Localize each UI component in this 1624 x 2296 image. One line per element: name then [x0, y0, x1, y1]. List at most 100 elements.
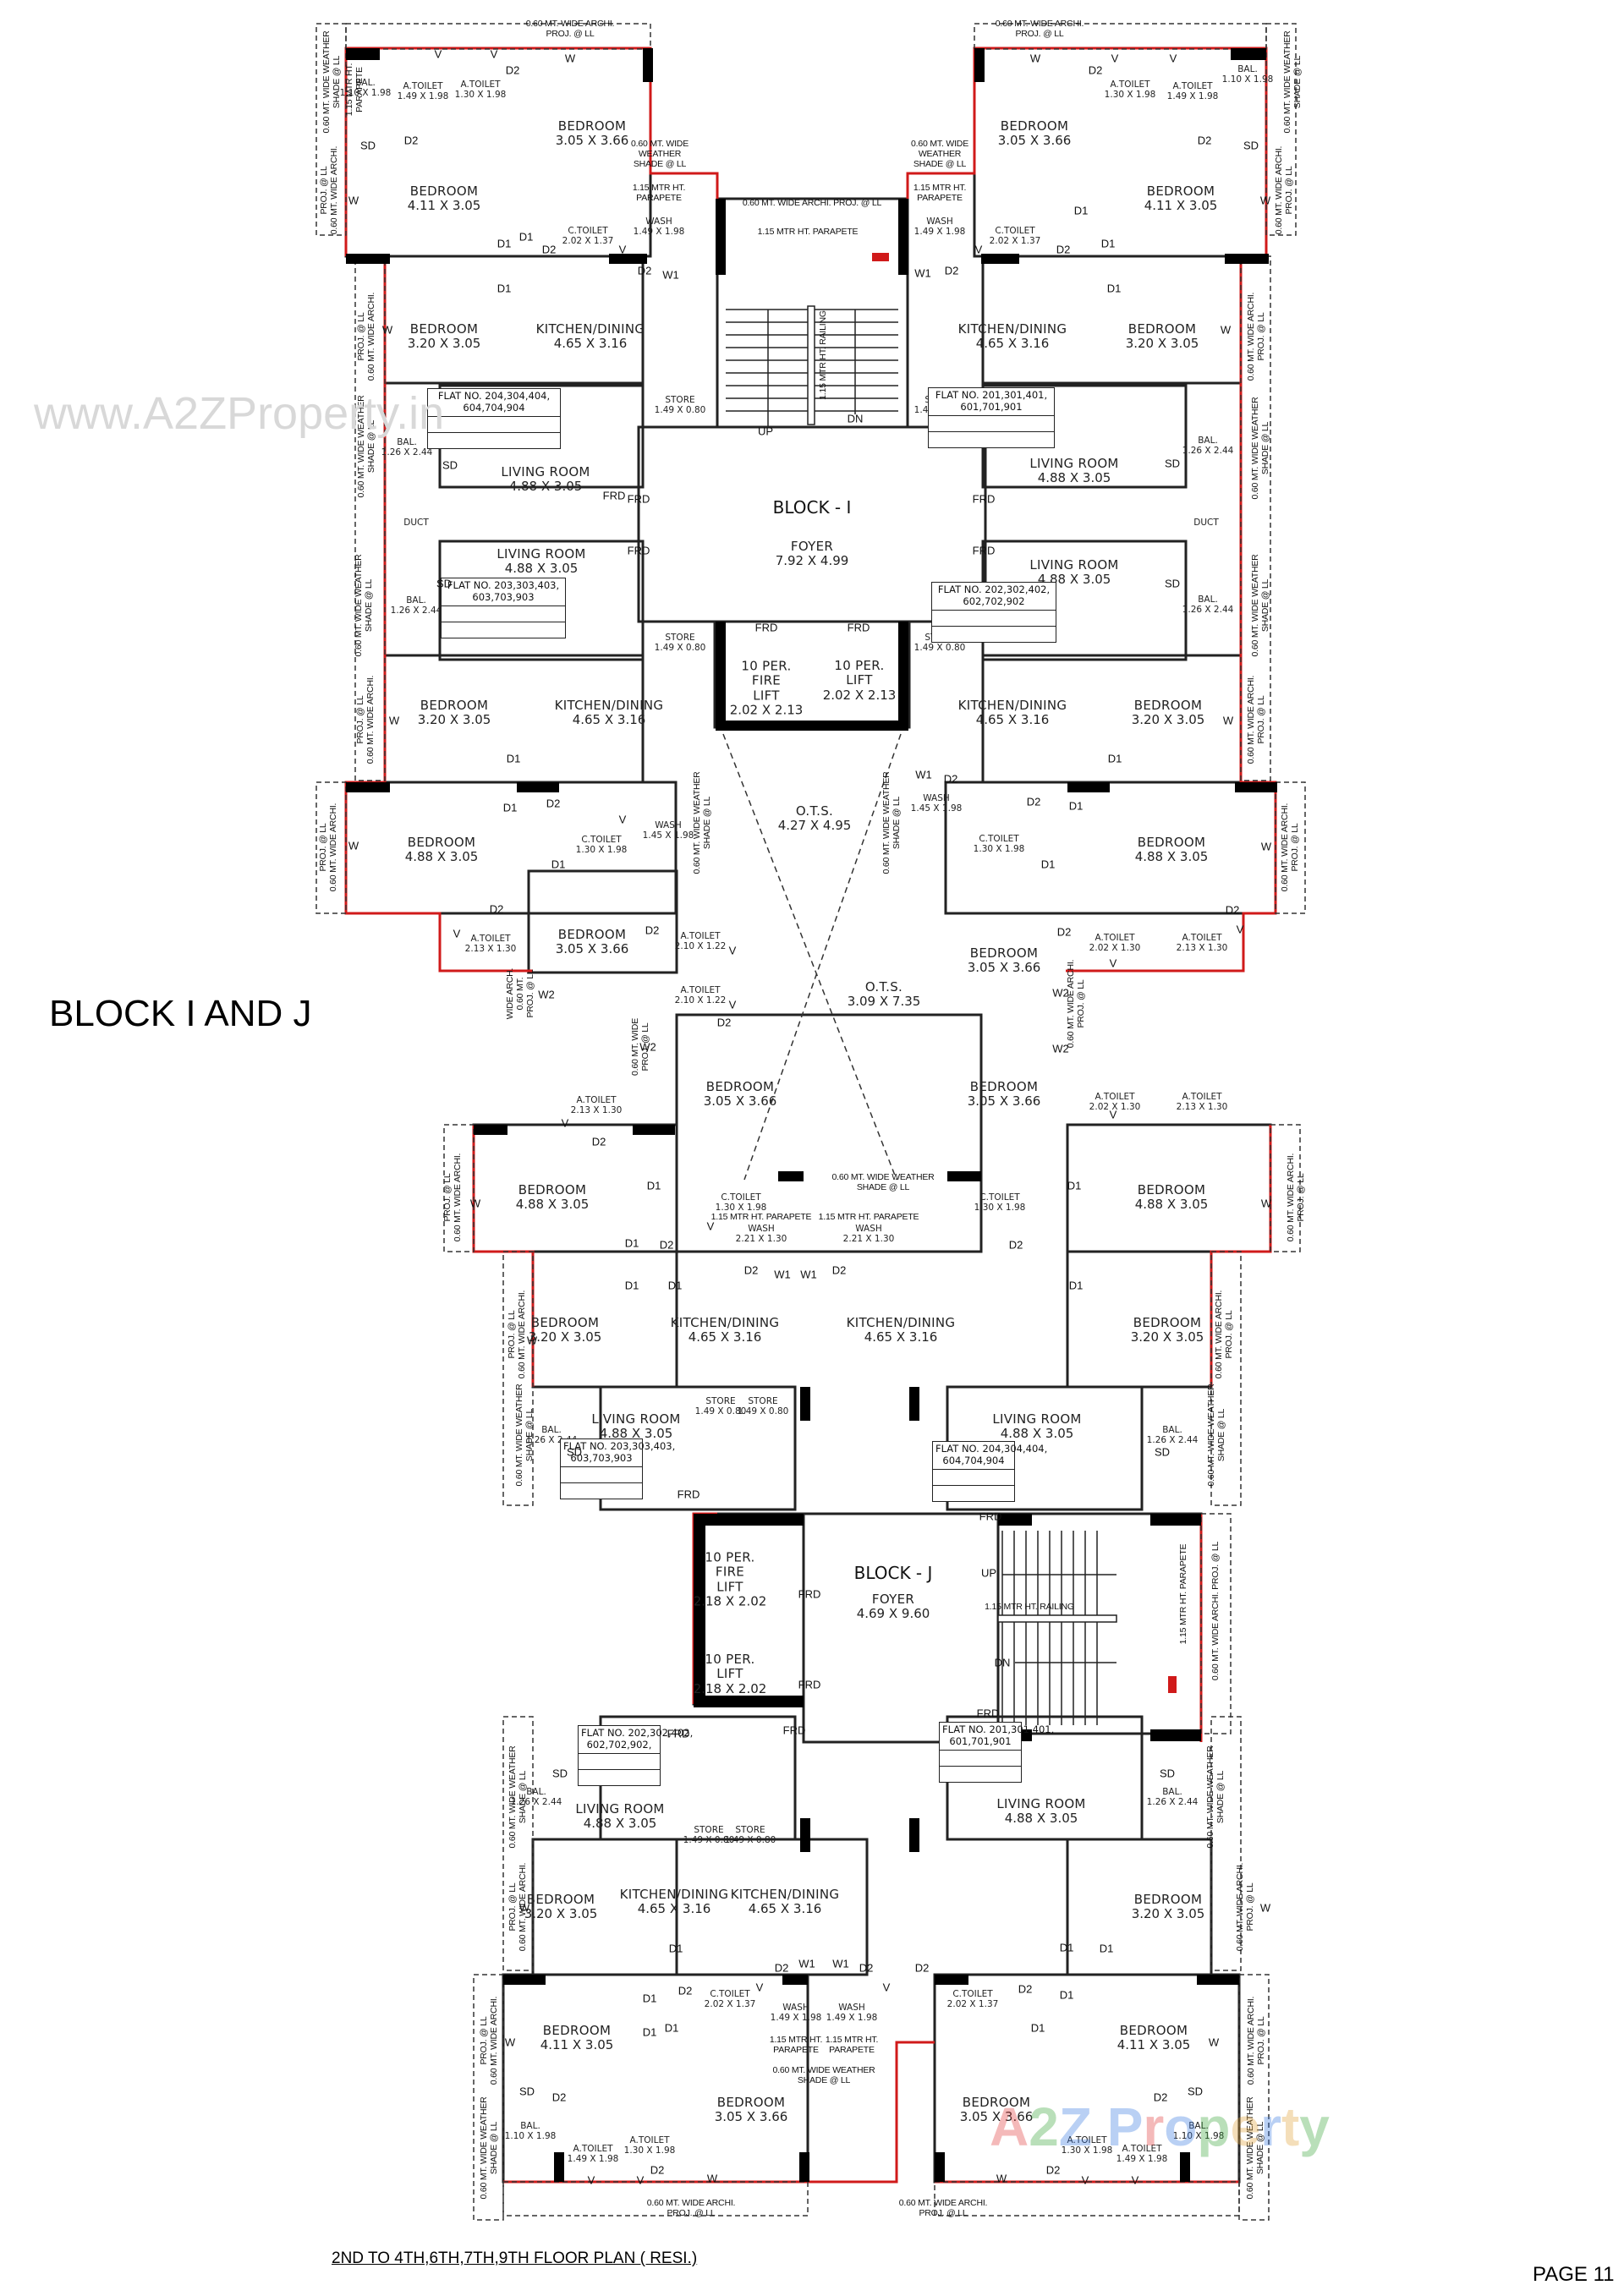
- vertical-annotation-note: 0.60 MT. WIDE ARCHI. PROJ. @ LL: [1273, 145, 1294, 235]
- room-name: BEDROOM: [969, 945, 1039, 961]
- annotation-note: 1.15 MTR HT. PARAPETE: [632, 182, 686, 203]
- opening-marker: D1: [1040, 858, 1056, 871]
- room-dimensions: 1.30 X 1.98: [623, 2145, 676, 2156]
- room-dimensions: 2.02 X 2.13: [729, 702, 804, 718]
- opening-marker: D1: [1068, 1279, 1084, 1292]
- room-dimensions: 2.10 X 1.22: [674, 941, 727, 951]
- room-dimensions: 1.49 X 0.80: [724, 1835, 776, 1845]
- room-dimensions: 3.20 X 3.05: [407, 336, 481, 351]
- room-dimensions: 4.65 X 3.16: [553, 336, 628, 351]
- opening-marker: W: [996, 2172, 1007, 2185]
- flat-number-text: FLAT NO. 201,301,401, 601,701,901: [940, 1723, 1054, 1751]
- room-name: BEDROOM: [962, 2094, 1031, 2110]
- opening-marker: SD: [1154, 1445, 1171, 1459]
- room-dimensions: 4.88 X 3.05: [1134, 849, 1209, 864]
- room-dimensions: 1.49 X 0.80: [654, 643, 706, 653]
- room-dimensions: 4.88 X 3.05: [508, 479, 583, 494]
- room-name: C.TOILET: [721, 1192, 761, 1203]
- room-name: BEDROOM: [526, 1891, 595, 1907]
- opening-marker: D1: [1107, 752, 1122, 765]
- opening-marker: V: [1131, 2173, 1139, 2187]
- room-dimensions: 1.30 X 1.98: [454, 90, 507, 100]
- opening-marker: FRD: [667, 1727, 690, 1740]
- room-name: BEDROOM: [420, 697, 489, 713]
- flat-box-row: [428, 433, 560, 448]
- foyer-dimensions: 7.92 X 4.99: [775, 553, 849, 568]
- room-name: A.TOILET: [1095, 932, 1135, 943]
- opening-marker: D2: [943, 772, 958, 786]
- vertical-annotation-note: 0.60 MT. WIDE WEATHER SHADE @ LL: [353, 554, 374, 657]
- flat-box-row: [933, 1486, 1014, 1501]
- room-dimensions: 4.65 X 3.16: [572, 712, 646, 727]
- foyer-dimensions: 4.69 X 9.60: [856, 1606, 930, 1621]
- opening-marker: FRD: [972, 492, 996, 506]
- opening-marker: SD: [1164, 577, 1181, 590]
- room-dimensions: 1.10 X 1.98: [1172, 2131, 1225, 2141]
- opening-marker: V: [1169, 52, 1177, 65]
- room-dimensions: 4.88 X 3.05: [1000, 1426, 1074, 1441]
- room-name: KITCHEN/DINING: [846, 1314, 956, 1330]
- flat-number-text: FLAT NO. 204,304,404, 604,704,904: [428, 389, 560, 417]
- room-name: A.TOILET: [680, 984, 721, 995]
- flat-number-box: FLAT NO. 203,303,403, 603,703,903: [560, 1438, 675, 1499]
- room-name: A.TOILET: [1182, 932, 1222, 943]
- annotation-note: 1.15 MTR HT. PARAPETE: [913, 182, 967, 203]
- room-name: C.TOILET: [979, 833, 1019, 844]
- opening-marker: D2: [678, 1984, 693, 1997]
- opening-marker: SD: [1159, 1767, 1176, 1780]
- opening-marker: D1: [551, 858, 566, 871]
- room-name: KITCHEN/DINING: [957, 321, 1067, 337]
- opening-marker: D1: [1030, 2021, 1045, 2035]
- room-dimensions: 3.05 X 3.66: [967, 960, 1041, 975]
- opening-marker: D2: [505, 63, 520, 77]
- room-name: STORE: [694, 1824, 724, 1835]
- room-name: BEDROOM: [1137, 834, 1206, 850]
- room-name: LIVING ROOM: [501, 463, 590, 479]
- vertical-annotation-note: 0.60 MT. WIDE ARCHI. PROJ. @ LL: [1210, 1541, 1221, 1681]
- opening-marker: W: [564, 52, 576, 65]
- opening-marker: W1: [832, 1957, 849, 1970]
- opening-marker: D2: [489, 902, 504, 916]
- annotation-note: 0.60 MT. WIDE ARCHI. PROJ. @ LL: [995, 18, 1084, 39]
- page-number: PAGE 11: [1533, 2263, 1615, 2286]
- vertical-annotation-note: PROJ. @ LL 0.60 MT. WIDE ARCHI.: [478, 1996, 499, 2085]
- block-label: BLOCK - J: [853, 1563, 933, 1583]
- room-name: WASH: [838, 2002, 865, 2013]
- room-name: O.T.S.: [795, 803, 834, 819]
- room-dimensions: 1.26 X 2.44: [1182, 605, 1234, 615]
- room-dimensions: 2.13 X 1.30: [464, 944, 517, 954]
- room-dimensions: 3.05 X 3.66: [997, 133, 1072, 148]
- opening-marker: W: [518, 1901, 530, 1915]
- room-name: STORE: [748, 1395, 778, 1406]
- watermark-url: www.A2ZProperty.in: [34, 388, 445, 439]
- opening-marker: D2: [403, 134, 419, 147]
- flat-number-box: FLAT NO. 201,301,401, 601,701,901: [939, 1722, 1054, 1783]
- room-dimensions: 2.13 X 1.30: [1176, 1102, 1228, 1112]
- flat-box-row: [932, 611, 1056, 627]
- room-dimensions: 1.49 X 1.98: [914, 227, 966, 237]
- opening-marker: UP: [757, 425, 774, 438]
- vertical-annotation-note: 0.60 MT. WIDE ARCHI. PROJ. @ LL: [1245, 292, 1266, 381]
- flat-number-text: FLAT NO. 203,303,403, 603,703,903: [442, 578, 565, 606]
- room-name: BEDROOM: [705, 1078, 775, 1094]
- annotation-note: 0.60 MT. WIDE ARCHI. PROJ. @ LL: [646, 2197, 736, 2218]
- opening-marker: W2: [538, 988, 555, 1001]
- vertical-annotation-note: 0.60 MT. WIDE WEATHER SHADE @ LL: [1249, 554, 1270, 657]
- opening-marker: D2: [1008, 1238, 1023, 1252]
- vertical-annotation-note: 0.60 MT. WIDE WEATHER SHADE @ LL: [1205, 1384, 1226, 1487]
- room-dimensions: 3.20 X 3.05: [417, 712, 491, 727]
